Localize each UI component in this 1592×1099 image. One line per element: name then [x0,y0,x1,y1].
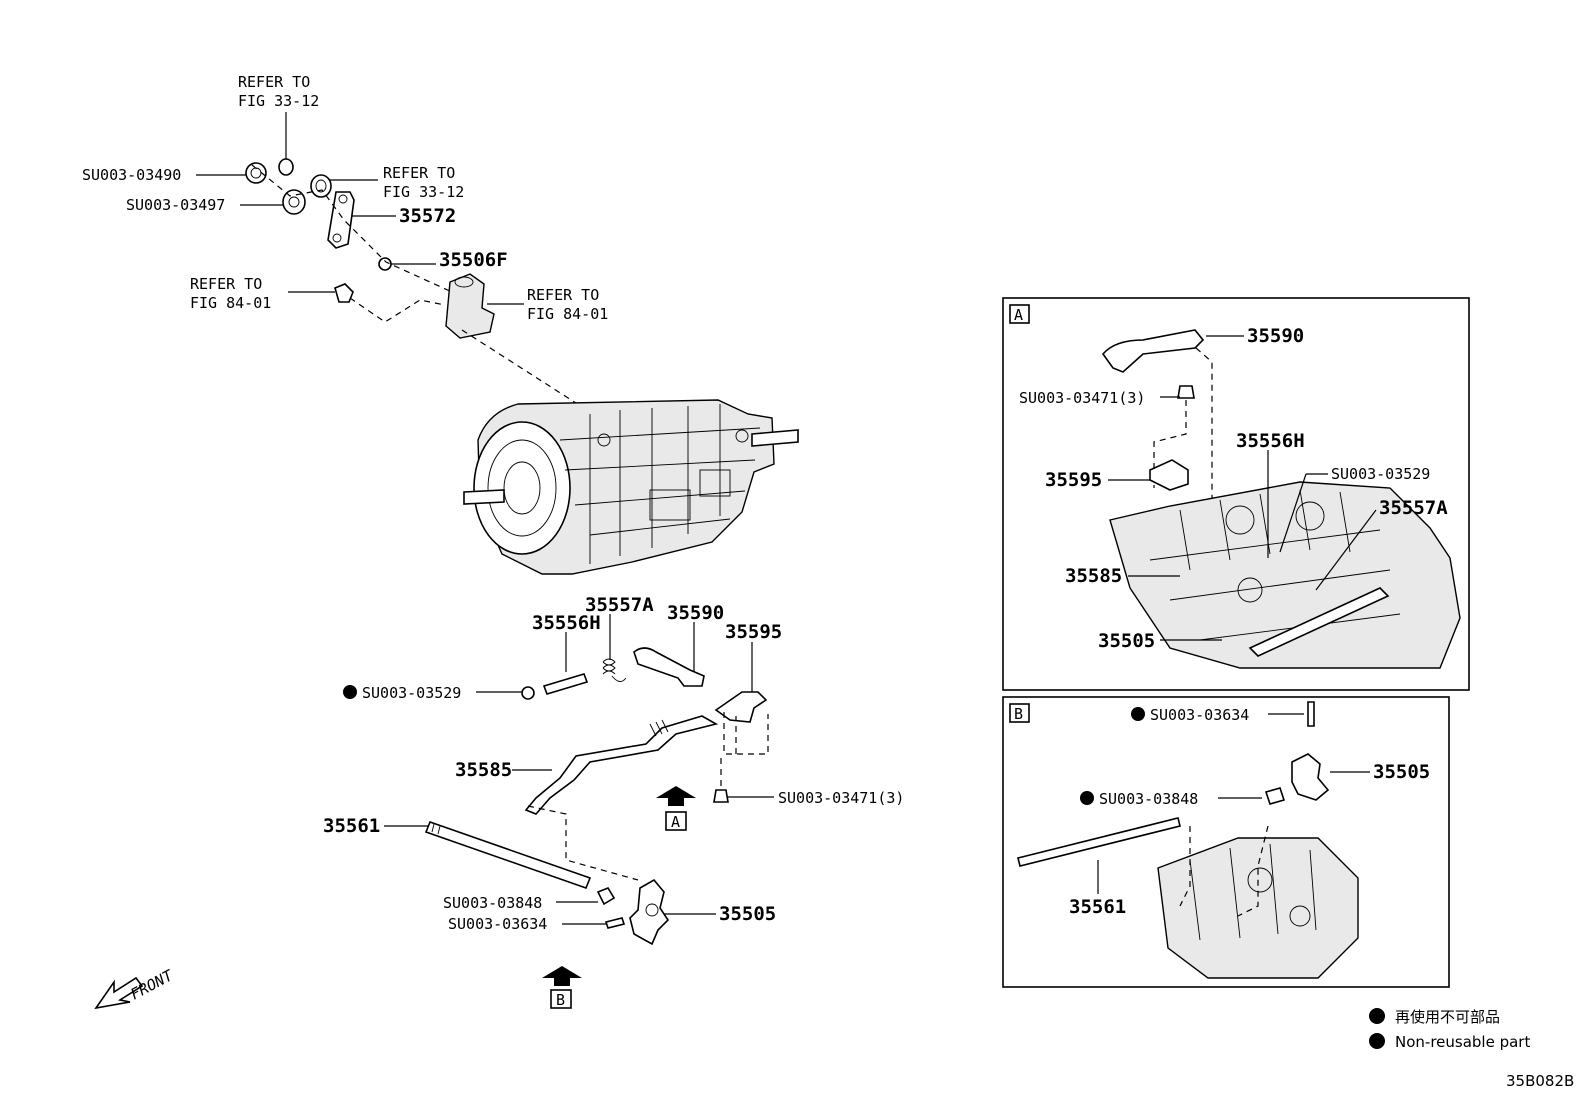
spring-pin-part [604,917,626,929]
part-number-su003-03529: SU003-03529 [362,684,461,702]
washer-part [282,189,306,215]
bolt-part [713,789,729,803]
part-number-35505: 35505 [719,903,776,925]
detail-b-frame [1002,696,1450,988]
refer-fig-label: FIG 84-01 [527,305,608,323]
bushing-part [278,158,294,176]
view-tag-a: A [671,813,680,831]
bracket-part [714,691,768,723]
control-lever-part [327,191,355,249]
non-reusable-mark-icon [343,685,357,699]
manual-valve-lever-part [629,878,670,946]
part-number-35595: 35595 [725,621,782,643]
part-number-su003-03497: SU003-03497 [126,196,225,214]
upper-linkage-group: REFER TO FIG 33-12 SU003-03490 SU003-034… [82,73,608,413]
part-number-su003-03848: SU003-03848 [1099,790,1198,808]
legend-jp-label: 再使用不可部品 [1395,1008,1500,1026]
part-number-35505: 35505 [1373,761,1430,783]
part-number-su003-03490: SU003-03490 [82,166,181,184]
lock-nut-part [521,686,535,700]
figure-code: 35B082B [1506,1072,1574,1090]
view-arrow-b-icon [542,966,582,986]
part-number-su003-03848: SU003-03848 [443,894,542,912]
part-number-35572: 35572 [399,205,456,227]
detail-a-frame [1002,297,1470,691]
manual-valve-lever-part [1291,753,1330,801]
legend: 再使用不可部品 Non-reusable part [1369,1008,1530,1051]
spring-pin-part [1307,701,1315,727]
detail-b-tag: B [1014,705,1023,723]
detail-a-tag: A [1014,306,1023,324]
refer-to-label: REFER TO [238,73,310,91]
view-tag-b: B [556,991,565,1009]
detent-plate-part [1101,329,1205,373]
nut-part [245,162,267,184]
part-number-35595: 35595 [1045,469,1102,491]
seal-part [310,174,332,198]
refer-to-label: REFER TO [383,164,455,182]
part-number-35590: 35590 [667,602,724,624]
manual-shaft-part [1017,817,1181,867]
part-number-35585: 35585 [1065,565,1122,587]
neutral-start-switch-part [445,273,495,339]
refer-fig-label: FIG 84-01 [190,294,271,312]
non-reusable-mark-icon [1080,791,1094,805]
part-number-35505: 35505 [1098,630,1155,652]
torque-converter-housing [473,421,571,555]
non-reusable-mark-icon [1369,1008,1385,1024]
part-number-35590: 35590 [1247,325,1304,347]
refer-to-label: REFER TO [190,275,262,293]
bracket-part [1149,459,1189,491]
front-direction-indicator: FRONT [94,966,177,1010]
part-number-su003-03634: SU003-03634 [1150,706,1249,724]
detail-view-a: A 35590 SU003-03471(3) 35595 35556H SU00… [1002,297,1470,691]
legend-en-label: Non-reusable part [1395,1033,1530,1051]
part-number-35556h: 35556H [1236,430,1305,452]
part-number-35506f: 35506F [439,249,508,271]
part-number-su003-03471: SU003-03471(3) [778,789,904,807]
refer-fig-label: FIG 33-12 [238,92,319,110]
refer-fig-label: FIG 33-12 [383,183,464,201]
front-arrow-icon [94,976,144,1010]
transmission-case-section [1109,481,1461,669]
front-label: FRONT [127,966,176,1004]
detent-spring-part [602,658,616,675]
bolt-part [334,283,354,303]
part-number-35561: 35561 [323,815,380,837]
manual-valve-shaft-part [524,715,719,815]
part-number-35585: 35585 [455,759,512,781]
part-number-35557a: 35557A [585,594,654,616]
part-number-su003-03634: SU003-03634 [448,915,547,933]
collar-part [596,887,616,906]
detail-view-b: B SU003-03634 35505 SU003-03848 35561 [1002,696,1450,988]
transmission-assembly [463,399,799,575]
view-arrow-a-icon [656,786,696,806]
manual-shaft-part [424,820,592,890]
refer-to-label: REFER TO [527,286,599,304]
detent-spring-plate-part [633,647,705,687]
collar-part [1264,787,1286,805]
non-reusable-mark-icon [1369,1033,1385,1049]
lower-shift-group: 35557A 35556H 35590 35595 SU003-03529 35… [323,594,904,1009]
non-reusable-mark-icon [1131,707,1145,721]
part-number-35556h: 35556H [532,612,601,634]
detent-rod-part [542,673,589,695]
bolt-part [1177,385,1195,399]
part-number-35557a: 35557A [1379,497,1448,519]
part-number-su003-03471: SU003-03471(3) [1019,389,1145,407]
part-number-35561: 35561 [1069,896,1126,918]
transmission-case-section [1157,837,1359,979]
part-number-su003-03529: SU003-03529 [1331,465,1430,483]
